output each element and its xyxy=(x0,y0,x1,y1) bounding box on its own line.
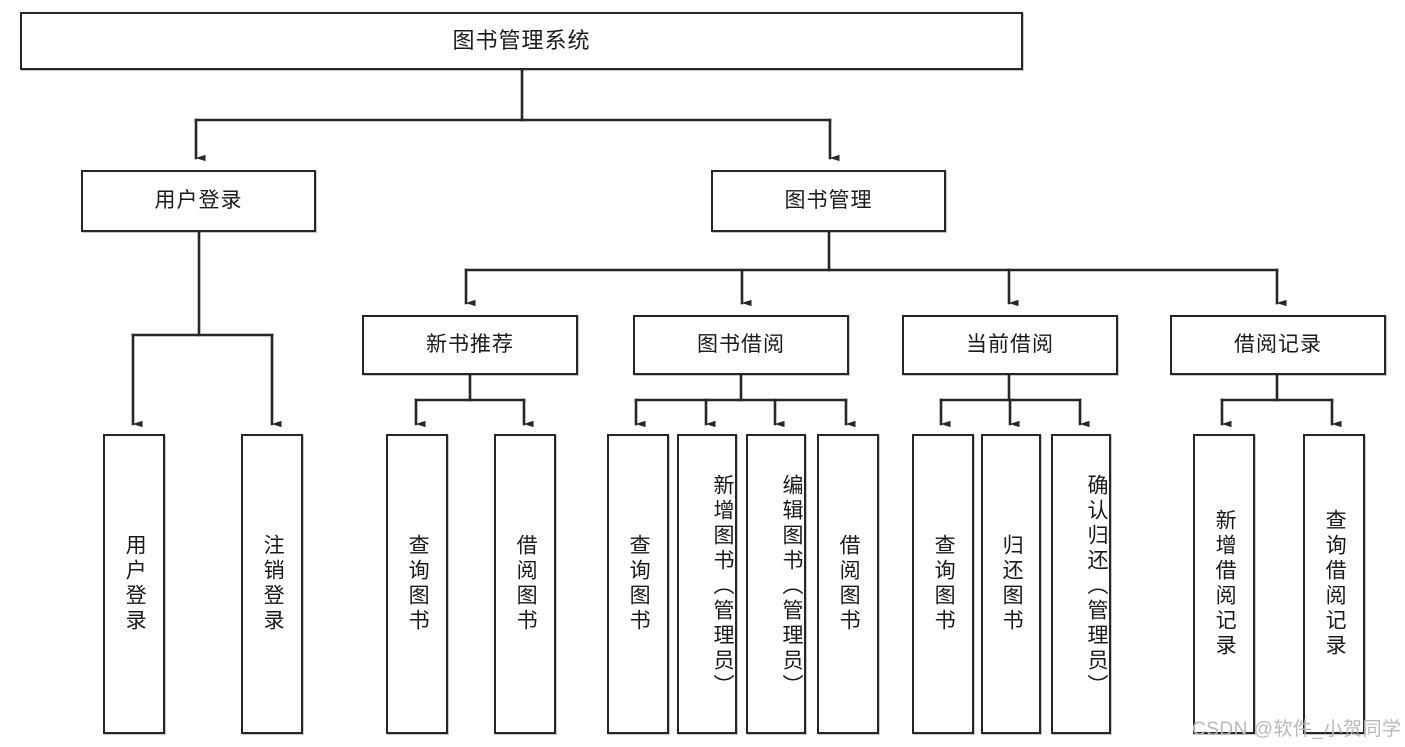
leaf-borrow-borrow-book[interactable]: 借阅图书 xyxy=(817,434,879,734)
csdn-watermark: CSDN @软件_小贺同学 xyxy=(1192,719,1402,740)
leaf-borrow-edit-book-admin[interactable]: 编辑图书（管理员） xyxy=(746,434,806,734)
leaf-borrow-add-book-admin[interactable]: 新增图书（管理员） xyxy=(677,434,737,734)
node-book-borrow[interactable]: 图书借阅 xyxy=(633,315,849,375)
node-root-system[interactable]: 图书管理系统 xyxy=(20,12,1023,70)
leaf-user-login-signout[interactable]: 注销登录 xyxy=(241,434,303,734)
leaf-new-book-borrow[interactable]: 借阅图书 xyxy=(494,434,556,734)
leaf-borrow-query-book[interactable]: 查询图书 xyxy=(607,434,669,734)
node-borrow-record[interactable]: 借阅记录 xyxy=(1170,315,1386,375)
leaf-record-add-record[interactable]: 新增借阅记录 xyxy=(1193,434,1255,734)
node-new-book-recommend[interactable]: 新书推荐 xyxy=(362,315,578,375)
leaf-record-query-record[interactable]: 查询借阅记录 xyxy=(1303,434,1365,734)
node-current-borrow[interactable]: 当前借阅 xyxy=(902,315,1118,375)
leaf-current-query-book[interactable]: 查询图书 xyxy=(912,434,974,734)
node-book-management[interactable]: 图书管理 xyxy=(711,170,946,232)
leaf-new-book-query[interactable]: 查询图书 xyxy=(386,434,448,734)
leaf-current-confirm-return-admin[interactable]: 确认归还（管理员） xyxy=(1051,434,1111,734)
leaf-user-login-signin[interactable]: 用户登录 xyxy=(103,434,165,734)
leaf-current-return-book[interactable]: 归还图书 xyxy=(981,434,1041,734)
node-user-login[interactable]: 用户登录 xyxy=(81,170,316,232)
